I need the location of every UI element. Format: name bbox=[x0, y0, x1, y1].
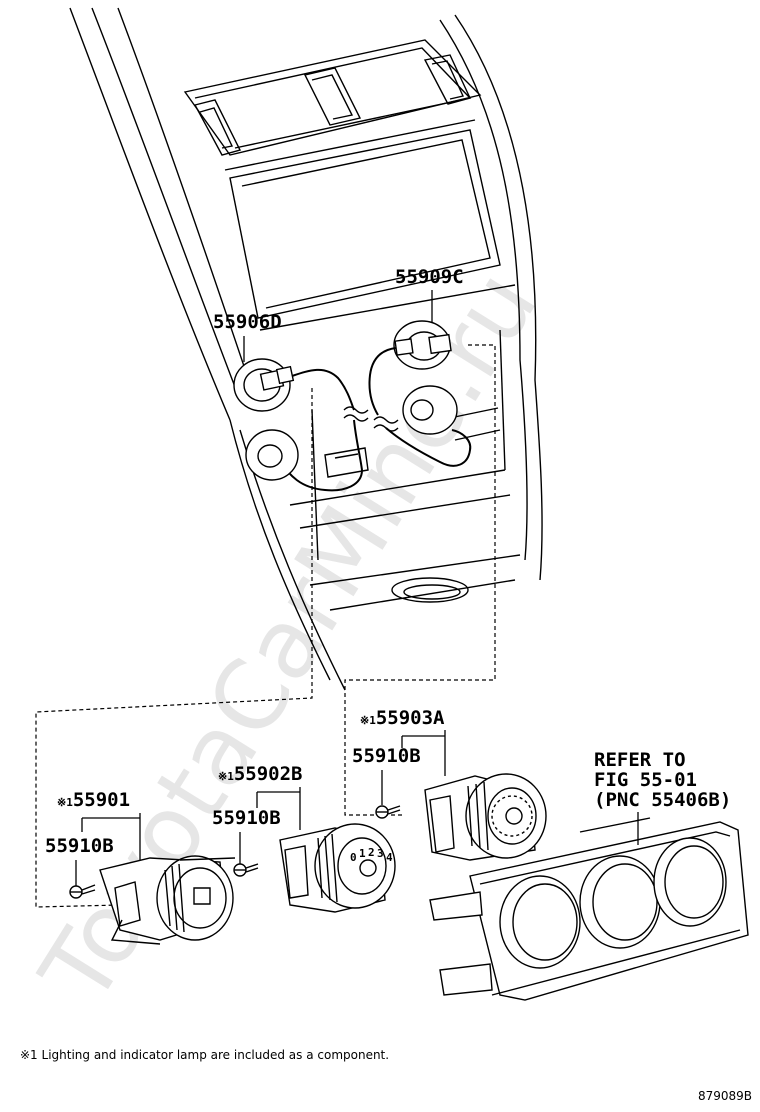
switch-55902b: 0 1 2 3 4 bbox=[279, 823, 396, 913]
knob-number-0: 0 bbox=[350, 851, 357, 864]
part-label-55910b-a: 55910B bbox=[352, 745, 421, 767]
part-label-55901: ※155901 bbox=[57, 789, 130, 811]
screw-55902b bbox=[233, 863, 259, 877]
part-number-55902b: 55902B bbox=[234, 763, 303, 785]
footnote: ※1 Lighting and indicator lamp are inclu… bbox=[20, 1048, 389, 1062]
switch-55903a bbox=[424, 773, 547, 861]
figure-id: 879089B bbox=[698, 1089, 752, 1103]
wire-break-marks bbox=[343, 406, 399, 432]
dashboard-outline bbox=[69, 7, 543, 691]
knob-number-1: 1 bbox=[359, 847, 366, 860]
footnote-mark-55902b: ※1 bbox=[218, 770, 234, 783]
harness-55906d bbox=[233, 358, 364, 492]
part-label-55909c: 55909C bbox=[395, 266, 464, 288]
refer-line-2: FIG 55-01 bbox=[594, 769, 697, 791]
refer-line-1: REFER TO bbox=[594, 749, 686, 771]
cluster-panel bbox=[429, 817, 749, 1001]
part-label-55903a: ※155903A bbox=[360, 707, 445, 729]
footnote-mark-55901: ※1 bbox=[57, 796, 73, 809]
refer-line-3: (PNC 55406B) bbox=[594, 789, 731, 811]
switch-55901 bbox=[99, 855, 236, 945]
part-number-55903a: 55903A bbox=[376, 707, 445, 729]
footnote-mark-55903a: ※1 bbox=[360, 714, 376, 727]
screw-55901 bbox=[69, 884, 96, 899]
screw-55903a bbox=[375, 805, 401, 819]
knob-number-2: 2 bbox=[368, 846, 375, 859]
knob-number-4: 4 bbox=[386, 851, 393, 864]
part-label-55902b: ※155902B bbox=[218, 763, 302, 785]
part-label-55906d: 55906D bbox=[213, 311, 282, 333]
knob-number-3: 3 bbox=[377, 847, 384, 860]
part-number-55901: 55901 bbox=[73, 789, 130, 811]
harness-55909c bbox=[368, 320, 472, 467]
part-label-55910b-c: 55910B bbox=[45, 835, 114, 857]
part-label-55910b-b: 55910B bbox=[212, 807, 281, 829]
connector-dashed-lines bbox=[35, 344, 496, 908]
